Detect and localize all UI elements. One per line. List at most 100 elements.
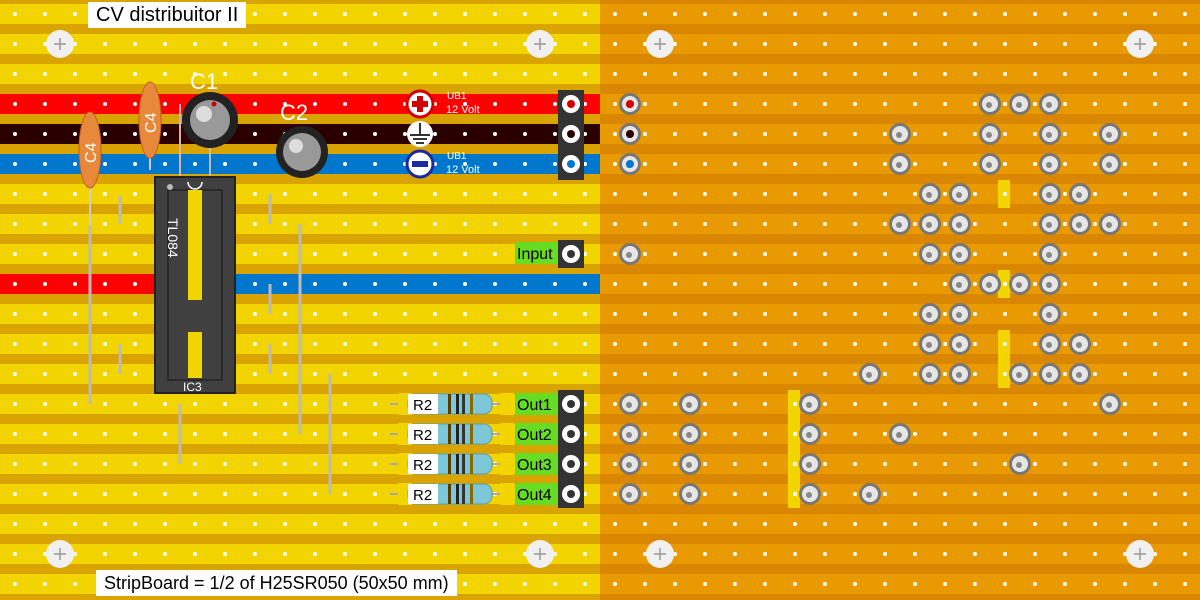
hole-right bbox=[643, 72, 647, 76]
output-label: Out4 bbox=[517, 487, 552, 504]
hole-left bbox=[433, 372, 437, 376]
hole-right bbox=[763, 252, 767, 256]
hole-left bbox=[583, 582, 587, 586]
hole-right bbox=[1183, 312, 1187, 316]
mounting-holes bbox=[46, 30, 1154, 568]
hole-right bbox=[673, 102, 677, 106]
hole-left bbox=[73, 342, 77, 346]
hole-right bbox=[1033, 402, 1037, 406]
hole-left bbox=[523, 72, 527, 76]
hole-right bbox=[823, 372, 827, 376]
c1-label: C1 bbox=[190, 69, 218, 94]
hole-left bbox=[313, 432, 317, 436]
strip-left bbox=[0, 34, 600, 54]
hole-left bbox=[343, 402, 347, 406]
power-connector bbox=[558, 90, 584, 180]
hole-left bbox=[253, 432, 257, 436]
hole-right bbox=[853, 552, 857, 556]
hole-left bbox=[133, 102, 137, 106]
c4-left-label: C4 bbox=[83, 142, 100, 163]
hole-right bbox=[673, 42, 677, 46]
hole-right bbox=[613, 282, 617, 286]
hole-right bbox=[703, 582, 707, 586]
hole-right bbox=[853, 162, 857, 166]
hole-left bbox=[193, 552, 197, 556]
hole-left bbox=[373, 492, 377, 496]
output-pin-hole bbox=[567, 400, 575, 408]
hole-left bbox=[13, 192, 17, 196]
capacitor-c4-left: C4 bbox=[78, 111, 102, 226]
hole-left bbox=[343, 132, 347, 136]
hole-right bbox=[1063, 432, 1067, 436]
hole-left bbox=[433, 282, 437, 286]
hole-left bbox=[73, 72, 77, 76]
solder-joint-hole bbox=[626, 432, 632, 438]
hole-right bbox=[793, 72, 797, 76]
hole-right bbox=[1003, 42, 1007, 46]
hole-right bbox=[1003, 402, 1007, 406]
hole-left bbox=[133, 522, 137, 526]
capacitor-c1: C1 bbox=[182, 69, 238, 148]
hole-right bbox=[733, 282, 737, 286]
hole-right bbox=[973, 12, 977, 16]
solder-joint-hole bbox=[1046, 282, 1052, 288]
hole-left bbox=[343, 342, 347, 346]
solder-joint-hole bbox=[1106, 222, 1112, 228]
solder-joint-hole bbox=[1016, 282, 1022, 288]
hole-right bbox=[703, 252, 707, 256]
hole-right bbox=[823, 342, 827, 346]
hole-left bbox=[13, 12, 17, 16]
hole-right bbox=[973, 252, 977, 256]
hole-left bbox=[373, 252, 377, 256]
hole-left bbox=[343, 162, 347, 166]
hole-left bbox=[493, 372, 497, 376]
hole-left bbox=[313, 222, 317, 226]
hole-right bbox=[1183, 582, 1187, 586]
solder-joint-hole bbox=[926, 192, 932, 198]
hole-right bbox=[793, 162, 797, 166]
hole-left bbox=[283, 552, 287, 556]
hole-left bbox=[43, 222, 47, 226]
hole-right bbox=[1123, 522, 1127, 526]
output-label: Out3 bbox=[517, 457, 552, 474]
hole-left bbox=[553, 372, 557, 376]
hole-left bbox=[133, 42, 137, 46]
hole-right bbox=[823, 162, 827, 166]
hole-right bbox=[883, 342, 887, 346]
hole-left bbox=[463, 372, 467, 376]
resistor-band bbox=[470, 454, 473, 474]
hole-right bbox=[703, 462, 707, 466]
hole-right bbox=[703, 342, 707, 346]
hole-right bbox=[853, 312, 857, 316]
hole-right bbox=[733, 552, 737, 556]
hole-left bbox=[253, 492, 257, 496]
diagram-footer: StripBoard = 1/2 of H25SR050 (50x50 mm) bbox=[96, 570, 457, 596]
hole-right bbox=[823, 222, 827, 226]
hole-right bbox=[853, 432, 857, 436]
hole-right bbox=[763, 282, 767, 286]
hole-right bbox=[943, 432, 947, 436]
hole-left bbox=[523, 372, 527, 376]
hole-left bbox=[73, 522, 77, 526]
hole-left bbox=[133, 312, 137, 316]
hole-right bbox=[943, 132, 947, 136]
hole-right bbox=[703, 192, 707, 196]
hole-right bbox=[703, 132, 707, 136]
solder-joint-hole bbox=[686, 402, 692, 408]
hole-left bbox=[223, 72, 227, 76]
hole-right bbox=[1153, 582, 1157, 586]
hole-right bbox=[613, 432, 617, 436]
hole-right bbox=[883, 222, 887, 226]
hole-right bbox=[1063, 582, 1067, 586]
hole-right bbox=[733, 312, 737, 316]
hole-left bbox=[583, 372, 587, 376]
hole-left bbox=[13, 522, 17, 526]
solder-joint-hole bbox=[1076, 342, 1082, 348]
hole-right bbox=[1003, 492, 1007, 496]
hole-left bbox=[343, 372, 347, 376]
hole-left bbox=[163, 432, 167, 436]
hole-right bbox=[853, 222, 857, 226]
hole-left bbox=[343, 222, 347, 226]
hole-right bbox=[1123, 12, 1127, 16]
